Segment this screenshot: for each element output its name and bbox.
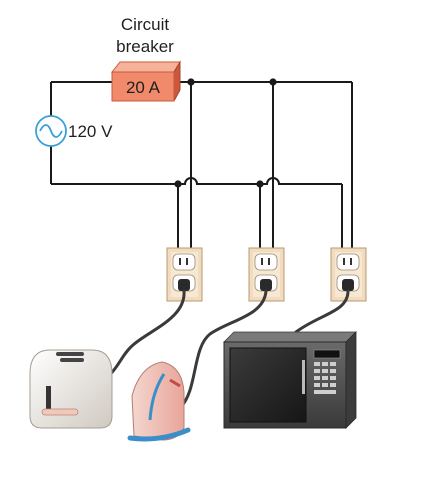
circuit-breaker: 20 A bbox=[110, 60, 181, 102]
neutral-line bbox=[51, 177, 342, 185]
breaker-title-line2: breaker bbox=[116, 37, 174, 56]
toaster-icon bbox=[29, 349, 113, 429]
breaker-title-line1: Circuit bbox=[121, 15, 169, 34]
hot-line bbox=[50, 81, 352, 184]
ac-source-icon bbox=[35, 115, 67, 147]
junction-dots bbox=[174, 78, 277, 188]
power-cords bbox=[98, 289, 350, 410]
microwave-icon bbox=[223, 331, 357, 429]
plugs bbox=[178, 279, 354, 291]
breaker-rating: 20 A bbox=[126, 78, 161, 97]
iron-icon bbox=[127, 361, 191, 442]
branch-wires bbox=[177, 82, 353, 248]
source-voltage: 120 V bbox=[68, 122, 113, 141]
outlet-2 bbox=[248, 247, 285, 302]
